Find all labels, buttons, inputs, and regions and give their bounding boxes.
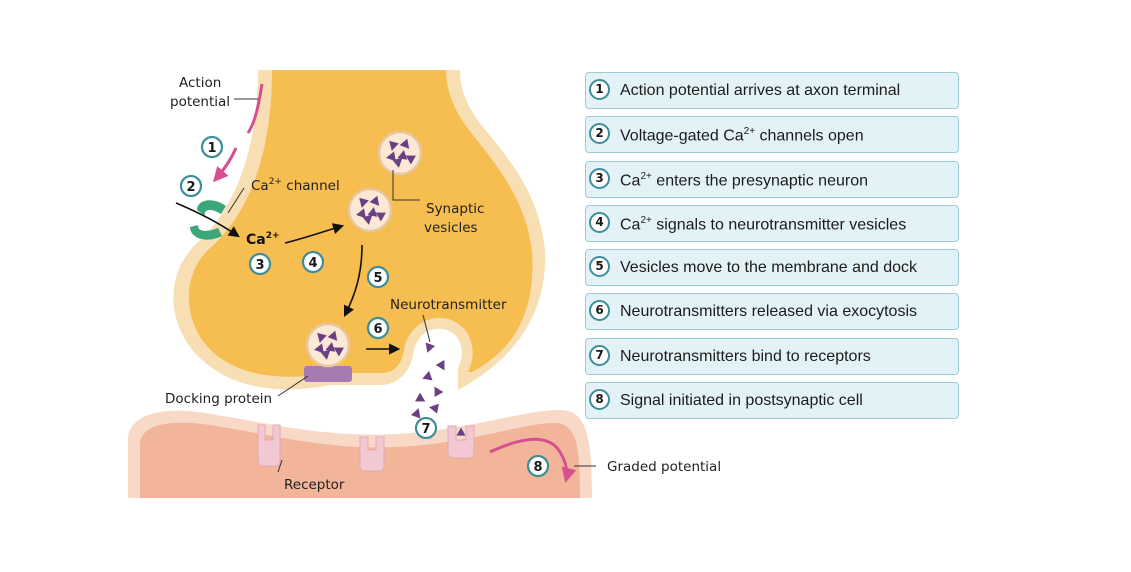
graded-potential-label: Graded potential [607,459,721,475]
svg-text:7: 7 [421,422,430,437]
marker-6: 6 [366,316,390,340]
step-1: 1 Action potential arrives at axon termi… [585,72,959,109]
steps-legend: 1 Action potential arrives at axon termi… [585,72,959,426]
marker-7: 7 [414,416,438,440]
ca-influx-arrow [175,202,240,238]
action-potential-label: Action [179,75,221,91]
svg-text:1: 1 [207,141,216,156]
synaptic-vesicles-label: Synaptic [426,201,484,217]
step-text: Ca2+ enters the presynaptic neuron [620,170,868,189]
step-4: 4 Ca2+ signals to neurotransmitter vesic… [585,204,959,242]
ca-ion-label: Ca2+ [246,231,280,248]
vesicle-move-arrow [343,244,363,318]
step-number: 3 [589,167,610,189]
step-5: 5 Vesicles move to the membrane and dock [585,249,959,287]
docking-protein-shape [304,366,352,382]
receptor-1 [257,424,281,467]
action-potential-arrow [246,83,264,134]
step-8: 8 Signal initiated in postsynaptic cell [585,382,959,420]
synaptic-vesicle [349,189,391,231]
synaptic-vesicle [379,132,421,174]
action-potential-label-2: potential [170,94,230,110]
marker-3: 3 [248,252,272,276]
svg-text:4: 4 [308,256,317,271]
svg-text:3: 3 [255,258,264,273]
ca-signal-arrow [284,223,345,244]
synaptic-vesicles-label-2: vesicles [424,220,478,236]
step-text: Neurotransmitters bind to receptors [620,347,871,365]
step-text: Signal initiated in postsynaptic cell [620,392,863,410]
released-neurotransmitters [410,342,449,419]
step-number: 7 [589,344,610,366]
step-text: Neurotransmitters released via exocytosi… [620,303,918,321]
svg-text:5: 5 [373,271,382,286]
receptor-label: Receptor [284,477,345,493]
step-number: 1 [589,79,610,100]
receptor-3 [447,425,475,459]
marker-8: 8 [526,454,550,478]
step-3: 3 Ca2+ enters the presynaptic neuron [585,160,959,198]
ca-channel-label: Ca2+ channel [251,177,340,194]
ca-channel-icon [190,200,226,240]
step-number: 5 [589,256,610,278]
marker-1: 1 [200,135,224,159]
graded-potential-arrow [489,437,577,483]
step-text: Vesicles move to the membrane and dock [620,259,918,277]
svg-text:8: 8 [533,460,542,475]
step-text: Ca2+ signals to neurotransmitter vesicle… [620,214,907,234]
step-number: 8 [589,389,610,411]
neurotransmitter-label: Neurotransmitter [390,297,507,313]
step-text: Action potential arrives at axon termina… [620,82,901,99]
step-6: 6 Neurotransmitters released via exocyto… [585,293,959,331]
marker-2: 2 [179,174,203,198]
step-2: 2 Voltage-gated Ca2+ channels open [585,116,959,154]
docking-protein-label: Docking protein [165,391,272,407]
svg-text:2: 2 [186,180,195,195]
receptor-2 [359,436,385,472]
step-number: 4 [589,211,610,233]
step-number: 6 [589,300,610,322]
step-text: Voltage-gated Ca2+ channels open [620,126,864,145]
step-number: 2 [589,123,610,145]
marker-5: 5 [366,265,390,289]
svg-text:6: 6 [373,322,382,337]
docked-vesicle [307,324,349,366]
step-7: 7 Neurotransmitters bind to receptors [585,337,959,375]
marker-4: 4 [301,250,325,274]
action-potential-arrow-2 [213,147,238,183]
